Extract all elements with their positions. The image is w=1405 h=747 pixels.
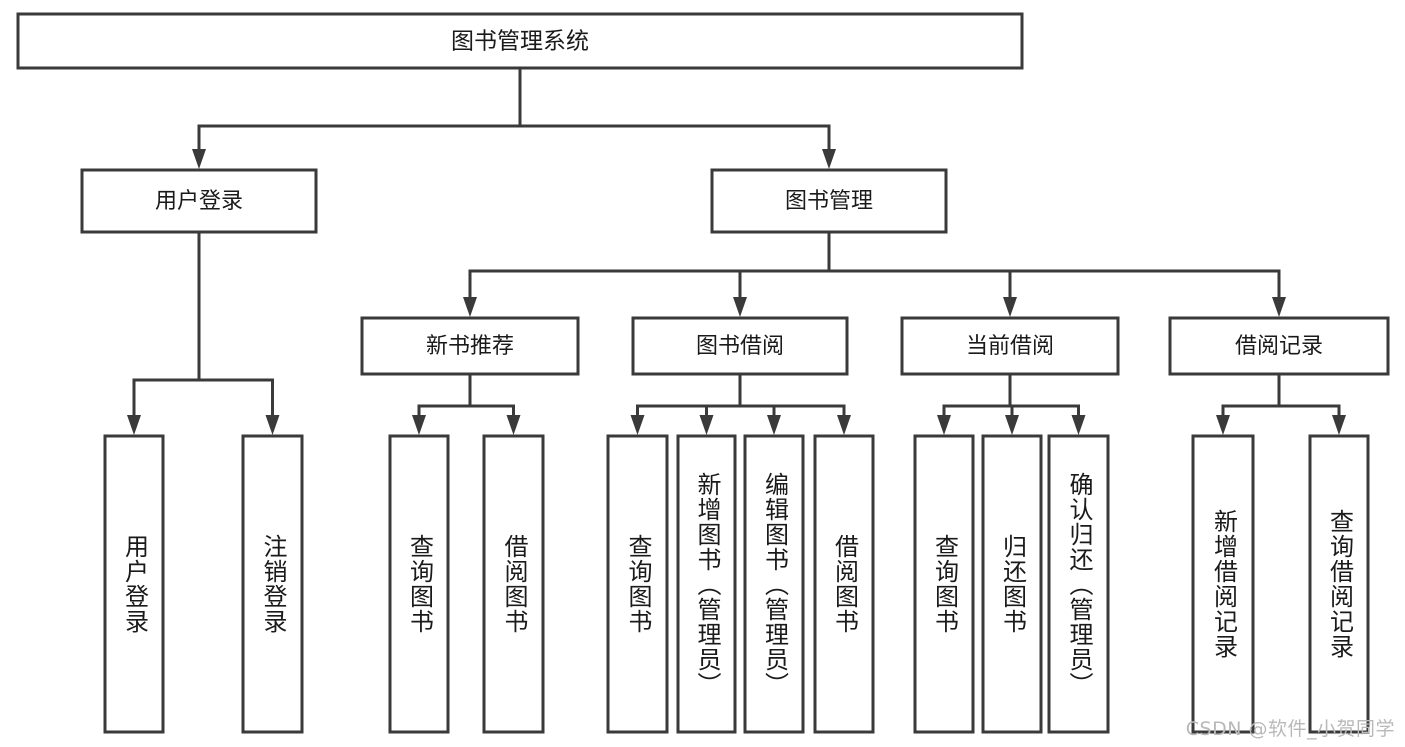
node-box-leaf-add-book-admin[interactable]: [676, 434, 737, 734]
node-box-current-borrow[interactable]: [900, 316, 1120, 376]
node-label-root: 图书管理系统: [451, 29, 589, 55]
arrow-head-icon: [733, 297, 747, 317]
arrow-head-icon: [412, 415, 426, 435]
node-box-leaf-borrow-book-bor[interactable]: [813, 434, 875, 734]
node-box-leaf-query-book-cur[interactable]: [913, 434, 975, 734]
arrow-head-icon: [937, 415, 951, 435]
arrow-head-icon: [265, 415, 280, 435]
arrow-head-icon: [1005, 415, 1019, 435]
arrow-head-icon: [192, 149, 206, 169]
arrow-head-icon: [1003, 297, 1017, 317]
node-label-borrow-record: 借阅记录: [1235, 334, 1323, 359]
node-box-leaf-borrow-book-rec[interactable]: [482, 434, 545, 734]
arrow-head-icon: [767, 415, 781, 435]
node-box-leaf-logout[interactable]: [241, 434, 304, 734]
node-label-book-manage: 图书管理: [785, 189, 873, 214]
arrow-head-icon: [1071, 415, 1086, 435]
node-label-user-login: 用户登录: [155, 189, 243, 214]
watermark-text: CSDN @软件_小贺同学: [1185, 718, 1395, 740]
node-box-leaf-edit-book-admin[interactable]: [743, 434, 805, 734]
arrow-head-icon: [506, 415, 521, 435]
node-box-leaf-user-login[interactable]: [103, 434, 165, 734]
node-boxes-layer: [16, 12, 1390, 734]
node-label-book-borrow: 图书借阅: [696, 334, 784, 359]
arrow-head-icon: [837, 415, 851, 435]
node-box-leaf-confirm-return[interactable]: [1047, 434, 1110, 734]
node-box-leaf-query-book-bor[interactable]: [606, 434, 669, 734]
node-box-borrow-record[interactable]: [1168, 316, 1390, 376]
arrow-head-icon: [463, 297, 477, 317]
node-box-book-manage[interactable]: [710, 168, 948, 234]
arrow-head-icon: [1216, 415, 1230, 435]
connector-links-layer: [127, 66, 1346, 435]
node-label-current-borrow: 当前借阅: [966, 334, 1054, 359]
node-box-new-book-rec[interactable]: [360, 316, 580, 376]
arrow-head-icon: [699, 415, 714, 435]
arrow-head-icon: [1332, 415, 1346, 435]
node-box-leaf-add-borrow-rec[interactable]: [1191, 434, 1255, 734]
node-box-user-login[interactable]: [80, 168, 318, 234]
arrow-head-icon: [127, 415, 141, 435]
arrow-head-icon: [1272, 297, 1286, 317]
arrow-head-icon: [630, 415, 645, 435]
arrow-head-icon: [822, 149, 836, 169]
node-box-leaf-query-book-rec[interactable]: [388, 434, 450, 734]
node-box-leaf-return-book[interactable]: [981, 434, 1043, 734]
node-label-new-book-rec: 新书推荐: [426, 334, 514, 359]
node-box-root[interactable]: [16, 12, 1024, 70]
node-box-leaf-query-borrow-rec[interactable]: [1308, 434, 1370, 734]
node-box-book-borrow[interactable]: [631, 316, 849, 376]
